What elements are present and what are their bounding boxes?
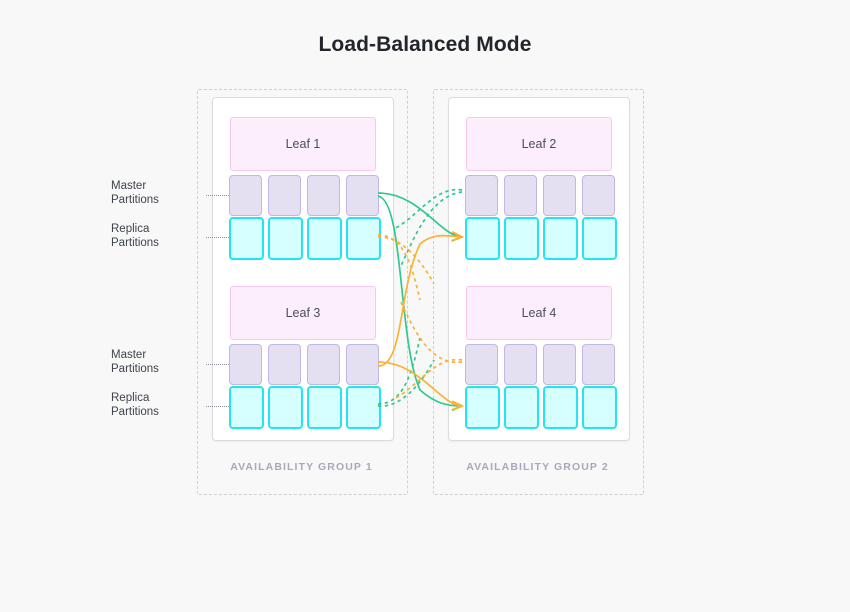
leaf-1-master-partition-2[interactable] (268, 175, 301, 216)
label-line-2: Partitions (111, 405, 159, 418)
availability-group-2-label: AVAILABILITY GROUP 2 (466, 461, 609, 473)
leaf-2-replica-partition-1[interactable] (465, 217, 500, 260)
label-line-1: Master (111, 349, 147, 361)
leaf-2-replica-partition-2[interactable] (504, 217, 539, 260)
leaf-3-replica-partition-2[interactable] (268, 386, 303, 429)
leaf-4-label: Leaf 4 (521, 306, 557, 320)
leaf-4-master-partition-4[interactable] (582, 344, 615, 385)
page-title: Load-Balanced Mode (318, 33, 532, 56)
label-line-2: Partitions (111, 362, 159, 375)
leaf-2-master-partition-2[interactable] (504, 175, 537, 216)
leaf-4-replica-partition-2[interactable] (504, 386, 539, 429)
leaf-4-replica-partition-4[interactable] (582, 386, 617, 429)
leaf-3-box[interactable]: Leaf 3 (230, 286, 376, 340)
leaf-2-replica-partition-3[interactable] (543, 217, 578, 260)
label-line-1: Master (111, 180, 147, 192)
leaf-4-master-partition-2[interactable] (504, 344, 537, 385)
leader-line-master-bottom (206, 364, 229, 365)
leaf-3-master-partition-1[interactable] (229, 344, 262, 385)
leaf-4-replica-partition-1[interactable] (465, 386, 500, 429)
leader-line-replica-top (206, 237, 229, 238)
label-line-2: Partitions (111, 193, 159, 206)
leaf-3-replica-partition-3[interactable] (307, 386, 342, 429)
leaf-1-replica-partition-3[interactable] (307, 217, 342, 260)
label-line-1: Replica (111, 392, 150, 404)
leaf-2-master-partition-3[interactable] (543, 175, 576, 216)
leaf-3-replica-partition-1[interactable] (229, 386, 264, 429)
label-line-2: Partitions (111, 236, 159, 249)
leaf-1-replica-partition-1[interactable] (229, 217, 264, 260)
leaf-3-label: Leaf 3 (285, 306, 321, 320)
availability-group-1-label: AVAILABILITY GROUP 1 (230, 461, 373, 473)
leaf-3-master-partition-4[interactable] (346, 344, 379, 385)
leaf-2-master-partition-1[interactable] (465, 175, 498, 216)
leaf-3-master-partition-2[interactable] (268, 344, 301, 385)
label-master-partitions-top: Master Partitions (111, 180, 201, 207)
leaf-1-master-partition-4[interactable] (346, 175, 379, 216)
leaf-1-replica-partition-2[interactable] (268, 217, 303, 260)
leaf-3-replica-partition-4[interactable] (346, 386, 381, 429)
leaf-3-master-partition-3[interactable] (307, 344, 340, 385)
leaf-4-replica-partition-3[interactable] (543, 386, 578, 429)
leader-line-replica-bottom (206, 406, 229, 407)
leaf-2-box[interactable]: Leaf 2 (466, 117, 612, 171)
leaf-1-master-partition-1[interactable] (229, 175, 262, 216)
label-replica-partitions-top: Replica Partitions (111, 223, 201, 250)
leaf-4-box[interactable]: Leaf 4 (466, 286, 612, 340)
leaf-4-master-partition-1[interactable] (465, 344, 498, 385)
label-master-partitions-bottom: Master Partitions (111, 349, 201, 376)
leaf-1-box[interactable]: Leaf 1 (230, 117, 376, 171)
leader-line-master-top (206, 195, 229, 196)
leaf-4-master-partition-3[interactable] (543, 344, 576, 385)
leaf-2-master-partition-4[interactable] (582, 175, 615, 216)
label-replica-partitions-bottom: Replica Partitions (111, 392, 201, 419)
leaf-1-replica-partition-4[interactable] (346, 217, 381, 260)
leaf-2-replica-partition-4[interactable] (582, 217, 617, 260)
leaf-2-label: Leaf 2 (521, 137, 557, 151)
label-line-1: Replica (111, 223, 150, 235)
leaf-1-master-partition-3[interactable] (307, 175, 340, 216)
leaf-1-label: Leaf 1 (285, 137, 321, 151)
